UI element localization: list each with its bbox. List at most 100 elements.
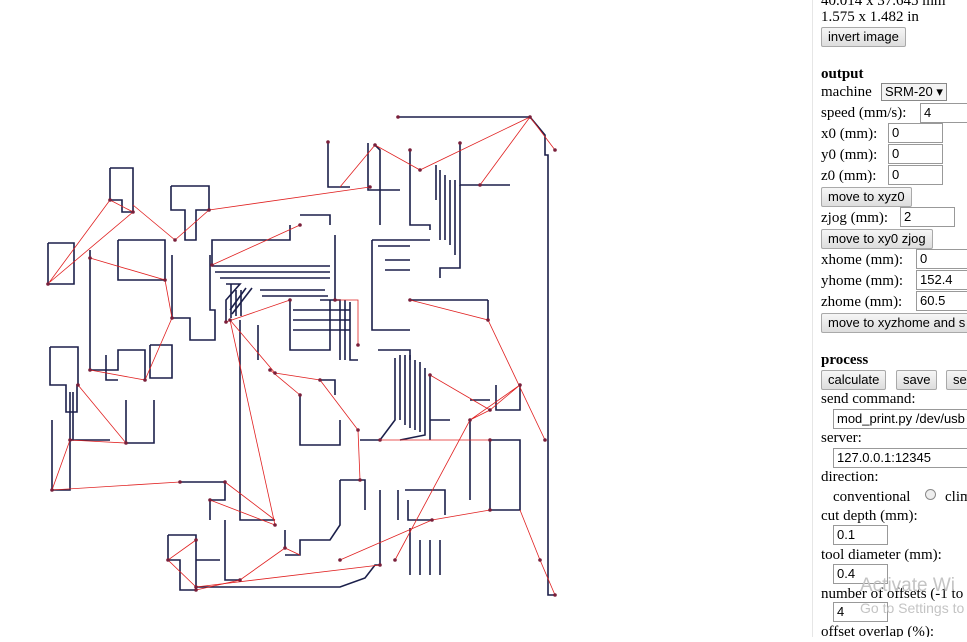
- rapid-move: [47, 199, 134, 285]
- path-endpoint-marker: [396, 115, 400, 119]
- toolpath-traces: [47, 116, 555, 596]
- trace: [409, 150, 431, 230]
- path-endpoint-marker: [288, 298, 292, 302]
- path-endpoint-marker: [88, 256, 92, 260]
- conventional-label: conventional: [833, 489, 911, 505]
- path-endpoint-marker: [333, 298, 337, 302]
- trace: [371, 240, 410, 331]
- rapid-move: [209, 319, 276, 526]
- zhome-input[interactable]: 60.5: [916, 291, 967, 311]
- y0-label: y0 (mm):: [821, 147, 878, 163]
- rapid-moves: [47, 116, 556, 596]
- trace: [224, 520, 240, 581]
- path-endpoint-marker: [478, 183, 482, 187]
- trace: [405, 489, 446, 515]
- path-endpoint-marker: [356, 343, 360, 347]
- path-endpoint-marker: [488, 438, 492, 442]
- send-command-input[interactable]: mod_print.py /dev/usb: [833, 409, 967, 429]
- offset-overlap-label: offset overlap (%):: [821, 624, 935, 637]
- path-endpoints: [46, 115, 557, 597]
- path-endpoint-marker: [194, 585, 198, 589]
- path-endpoint-marker: [543, 438, 547, 442]
- path-endpoint-marker: [408, 298, 412, 302]
- rapid-move: [274, 372, 361, 481]
- path-endpoint-marker: [488, 408, 492, 412]
- output-heading: output: [821, 66, 864, 82]
- toolpath-preview: [46, 115, 557, 597]
- yhome-input[interactable]: 152.4: [916, 270, 967, 290]
- path-endpoint-marker: [124, 441, 128, 445]
- image-size-mm: 40.014 x 37.645 mm: [821, 0, 946, 9]
- move-to-xy0-zjog-button[interactable]: move to xy0 zjog: [821, 229, 933, 249]
- send-command-label: send command:: [821, 391, 916, 407]
- zjog-input[interactable]: 2: [900, 207, 955, 227]
- trace: [125, 400, 155, 444]
- direction-label: direction:: [821, 469, 879, 485]
- speed-input[interactable]: 4: [920, 103, 967, 123]
- path-endpoint-marker: [318, 378, 322, 382]
- path-endpoint-marker: [298, 223, 302, 227]
- path-endpoint-marker: [538, 558, 542, 562]
- settings-panel: 40.014 x 37.645 mm 1.575 x 1.482 in inve…: [813, 0, 967, 637]
- machine-label: machine: [821, 84, 872, 100]
- xhome-input[interactable]: 0: [916, 249, 967, 269]
- activation-watermark-subtitle: Go to Settings to: [860, 600, 965, 616]
- server-input[interactable]: 127.0.0.1:12345: [833, 448, 967, 468]
- image-size-in: 1.575 x 1.482 in: [821, 9, 919, 25]
- trace: [320, 379, 336, 395]
- path-endpoint-marker: [208, 498, 212, 502]
- speed-label: speed (mm/s):: [821, 105, 907, 121]
- tool-diameter-label: tool diameter (mm):: [821, 547, 942, 563]
- x0-input[interactable]: 0: [888, 123, 943, 143]
- z0-input[interactable]: 0: [888, 165, 943, 185]
- trace: [374, 144, 381, 225]
- move-to-xyzhome-button[interactable]: move to xyzhome and s: [821, 313, 967, 333]
- trace: [340, 479, 366, 510]
- path-endpoint-marker: [207, 208, 211, 212]
- path-endpoint-marker: [326, 140, 330, 144]
- chevron-down-icon: ▾: [936, 84, 943, 99]
- trace: [439, 185, 461, 278]
- calculate-button[interactable]: calculate: [821, 370, 887, 390]
- activation-watermark-title: Activate Wi: [860, 575, 956, 596]
- conventional-radio[interactable]: [925, 489, 936, 500]
- trace: [495, 385, 521, 411]
- offsets-input[interactable]: 4: [833, 602, 888, 622]
- trace: [171, 255, 216, 341]
- xhome-label: xhome (mm):: [821, 252, 904, 268]
- trace: [149, 344, 173, 379]
- move-to-xyz0-button[interactable]: move to xyz0: [821, 187, 912, 207]
- path-endpoint-marker: [88, 368, 92, 372]
- path-endpoint-marker: [283, 546, 287, 550]
- trace: [170, 185, 210, 241]
- save-button[interactable]: save: [896, 370, 938, 390]
- trace: [231, 287, 253, 315]
- path-endpoint-marker: [408, 148, 412, 152]
- trace: [229, 287, 247, 311]
- climb-label: clim: [945, 489, 967, 505]
- tool-diameter-input[interactable]: 0.4: [833, 564, 888, 584]
- path-endpoint-marker: [268, 368, 272, 372]
- trace: [289, 300, 331, 351]
- trace: [367, 143, 400, 191]
- path-endpoint-marker: [143, 378, 147, 382]
- machine-select[interactable]: SRM-20 ▾: [881, 83, 947, 101]
- y0-input[interactable]: 0: [888, 144, 943, 164]
- rapid-move: [394, 384, 521, 561]
- trace: [489, 439, 521, 511]
- trace: [89, 250, 146, 380]
- path-endpoint-marker: [518, 383, 522, 387]
- cut-depth-input[interactable]: 0.1: [833, 525, 888, 545]
- rapid-move: [195, 547, 301, 591]
- path-endpoint-marker: [553, 148, 557, 152]
- trace: [225, 283, 242, 322]
- trace: [379, 358, 396, 441]
- server-label: server:: [821, 430, 862, 446]
- rapid-move: [224, 481, 276, 521]
- path-endpoint-marker: [273, 371, 277, 375]
- send-button[interactable]: se: [946, 370, 967, 390]
- trace: [407, 500, 432, 521]
- path-endpoint-marker: [488, 508, 492, 512]
- zhome-label: zhome (mm):: [821, 294, 903, 310]
- invert-image-button[interactable]: invert image: [821, 27, 906, 47]
